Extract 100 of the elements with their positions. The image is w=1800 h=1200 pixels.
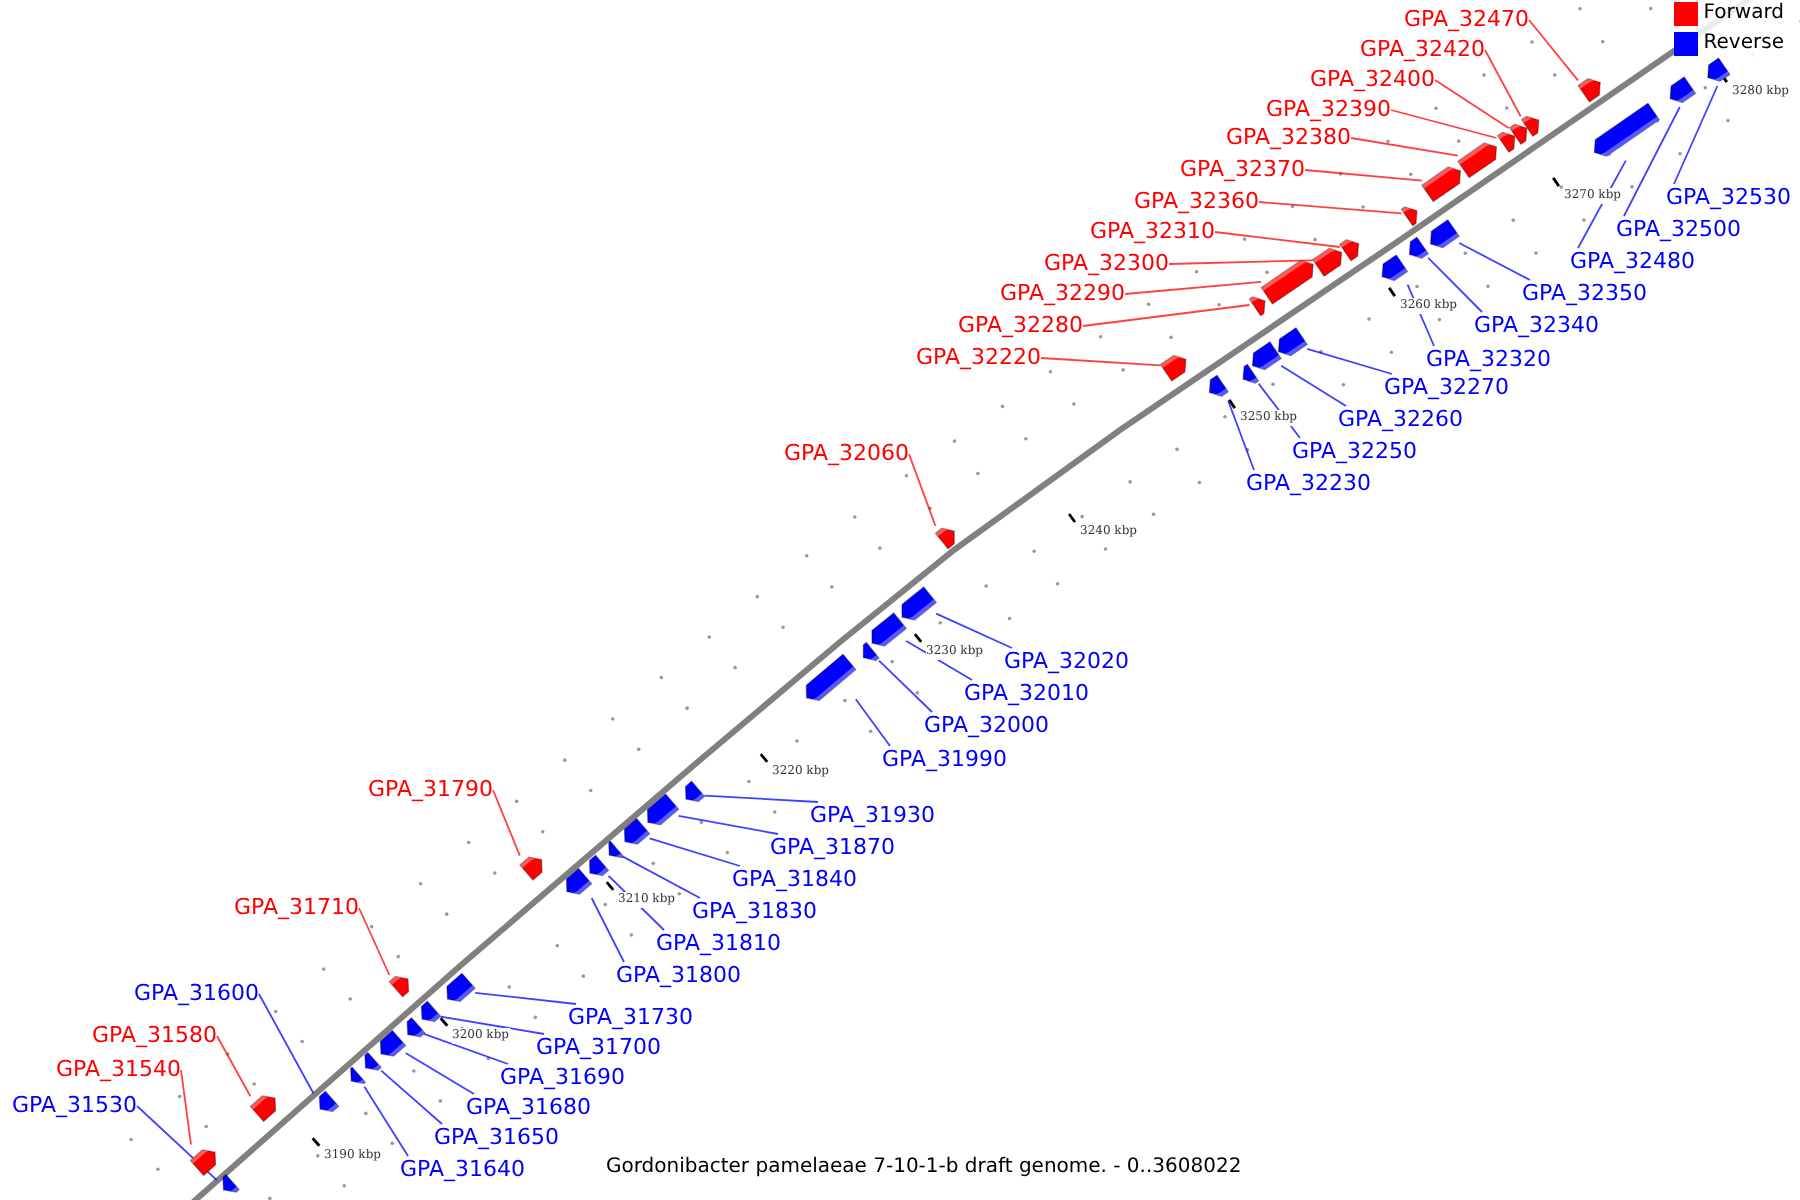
gene-marker bbox=[865, 612, 907, 652]
gene-marker bbox=[618, 818, 650, 850]
gene-label: GPA_32380 bbox=[1226, 124, 1351, 152]
gene-label: GPA_31700 bbox=[536, 1034, 661, 1062]
gene-label: GPA_31870 bbox=[770, 834, 895, 862]
gene-marker bbox=[1160, 351, 1192, 381]
leader-line bbox=[422, 1032, 509, 1065]
gene-marker bbox=[1457, 138, 1503, 178]
leader-line bbox=[1434, 79, 1510, 129]
gene-label: GPA_31580 bbox=[92, 1022, 217, 1050]
gene-marker bbox=[935, 523, 961, 549]
gene-marker bbox=[1272, 327, 1308, 361]
gene-label: GPA_31530 bbox=[12, 1092, 137, 1120]
gene-marker bbox=[358, 1052, 382, 1076]
gene-label: GPA_32310 bbox=[1090, 218, 1215, 246]
leader-line bbox=[363, 1085, 409, 1157]
gene-label: GPA_31710 bbox=[234, 894, 359, 922]
gene-label: GPA_31790 bbox=[368, 776, 493, 804]
leader-line bbox=[621, 855, 701, 899]
leader-line bbox=[1673, 85, 1719, 185]
gene-marker bbox=[415, 1001, 441, 1027]
gene-marker bbox=[1246, 341, 1282, 375]
leader-line bbox=[492, 789, 521, 857]
gene-marker bbox=[216, 1174, 240, 1198]
gene-label: GPA_31640 bbox=[400, 1156, 525, 1184]
gene-marker bbox=[374, 1030, 406, 1062]
gene-label: GPA_32220 bbox=[916, 344, 1041, 372]
gene-marker bbox=[1376, 255, 1408, 285]
leader-line bbox=[1623, 106, 1681, 217]
leader-line bbox=[404, 1052, 475, 1095]
gene-label: GPA_31990 bbox=[882, 746, 1007, 774]
gene-marker bbox=[679, 781, 705, 807]
gene-marker bbox=[1237, 364, 1259, 388]
gene-label: GPA_32340 bbox=[1474, 312, 1599, 340]
gene-label: GPA_32060 bbox=[784, 440, 909, 468]
gene-label: GPA_32390 bbox=[1266, 96, 1391, 124]
gene-label: GPA_31730 bbox=[568, 1004, 693, 1032]
gene-label: GPA_32250 bbox=[1292, 438, 1417, 466]
gene-marker bbox=[641, 794, 679, 830]
leader-line bbox=[1124, 280, 1263, 295]
gene-marker bbox=[800, 654, 856, 706]
leader-line bbox=[590, 897, 625, 963]
gene-marker bbox=[1421, 162, 1467, 202]
gene-label: GPA_31810 bbox=[656, 930, 781, 958]
leader-line bbox=[1306, 347, 1393, 375]
leader-line bbox=[935, 612, 1013, 649]
gene-label: GPA_32300 bbox=[1044, 250, 1169, 278]
gene-label: GPA_32290 bbox=[1000, 280, 1125, 308]
leader-line bbox=[1427, 256, 1483, 313]
gene-label: GPA_32010 bbox=[964, 680, 1089, 708]
leader-line bbox=[878, 659, 933, 713]
gene-marker bbox=[1249, 292, 1271, 316]
gene-marker bbox=[857, 642, 879, 666]
leader-line bbox=[1458, 242, 1531, 281]
gene-marker bbox=[1261, 256, 1319, 304]
gene-marker bbox=[389, 971, 415, 997]
gene-marker bbox=[1520, 111, 1544, 137]
gene-label: GPA_32400 bbox=[1310, 66, 1435, 94]
gene-marker bbox=[1508, 119, 1532, 145]
leader-line bbox=[1304, 169, 1423, 182]
gene-marker bbox=[1496, 127, 1520, 153]
gene-label: GPA_32470 bbox=[1404, 6, 1529, 34]
gene-label: GPA_31650 bbox=[434, 1124, 559, 1152]
gene-label: GPA_32360 bbox=[1134, 188, 1259, 216]
gene-label: GPA_32260 bbox=[1338, 406, 1463, 434]
leader-line bbox=[1082, 304, 1251, 327]
gene-marker bbox=[1203, 375, 1229, 401]
leader-line bbox=[1528, 19, 1579, 82]
gene-label: GPA_32020 bbox=[1004, 648, 1129, 676]
gene-marker bbox=[519, 851, 549, 881]
gene-marker bbox=[1403, 237, 1429, 263]
gene-label: GPA_31800 bbox=[616, 962, 741, 990]
gene-label: GPA_31540 bbox=[56, 1056, 181, 1084]
legend-label: Reverse bbox=[1703, 30, 1784, 56]
leader-line bbox=[854, 698, 891, 747]
legend-label: Forward bbox=[1703, 0, 1784, 26]
gene-label: GPA_31930 bbox=[810, 802, 935, 830]
gene-marker bbox=[190, 1144, 222, 1176]
leader-line bbox=[216, 1035, 252, 1098]
gene-marker bbox=[1401, 202, 1423, 226]
gene-marker bbox=[895, 586, 937, 626]
leader-line bbox=[908, 453, 937, 527]
gene-marker bbox=[1664, 76, 1696, 108]
leader-line bbox=[380, 1069, 443, 1125]
leader-line bbox=[1280, 364, 1347, 407]
gene-marker bbox=[1588, 103, 1660, 161]
gene-label: GPA_32420 bbox=[1360, 36, 1485, 64]
gene-label: GPA_32500 bbox=[1616, 216, 1741, 244]
leader-line bbox=[1390, 109, 1498, 139]
gene-label: GPA_31840 bbox=[732, 866, 857, 894]
leader-line bbox=[1484, 49, 1522, 118]
leader-line bbox=[180, 1069, 192, 1146]
leader-line bbox=[439, 1015, 545, 1035]
gene-label: GPA_32000 bbox=[924, 712, 1049, 740]
gene-label: GPA_31600 bbox=[134, 980, 259, 1008]
leader-line bbox=[1214, 231, 1341, 248]
gene-label: GPA_32480 bbox=[1570, 248, 1695, 276]
gene-label: GPA_32280 bbox=[958, 312, 1083, 340]
leader-line bbox=[1350, 137, 1459, 157]
gene-label: GPA_32370 bbox=[1180, 156, 1305, 184]
